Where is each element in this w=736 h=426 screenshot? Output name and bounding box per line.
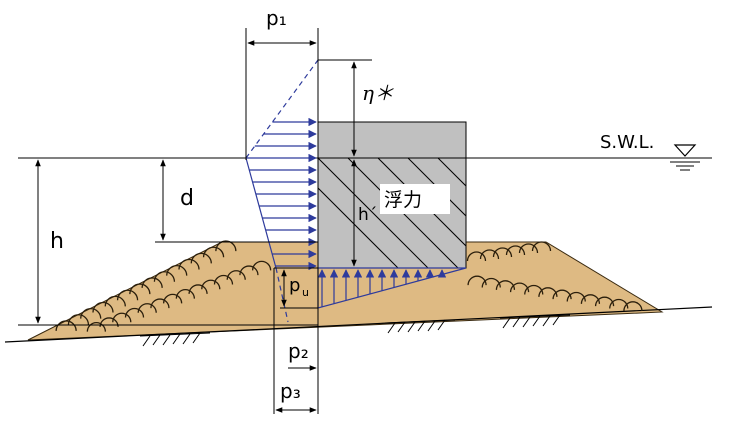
armor-unit: [162, 293, 183, 304]
armor-unit: [239, 265, 259, 276]
armor-unit: [479, 249, 500, 260]
seabed-hatch-3: [499, 314, 571, 329]
armor-unit: [137, 303, 157, 313]
armor-unit: [524, 284, 544, 295]
armor-unit: [226, 270, 246, 280]
armor-unit: [188, 284, 208, 294]
armor-unit: [466, 251, 487, 262]
armor-unit: [166, 264, 188, 276]
armor-unit: [509, 282, 530, 293]
armor-unit: [175, 288, 196, 299]
pressure-envelope-upper-dashed: [245, 59, 319, 159]
p1-label: p₁: [266, 6, 287, 30]
armor-unit: [124, 307, 145, 318]
armor-unit: [495, 280, 516, 290]
seabed-hatch-2: [384, 319, 456, 334]
seabed-line: [4, 306, 713, 343]
pressure-envelope-lower: [245, 157, 277, 269]
armor-units-left: [55, 240, 272, 332]
armor-unit: [190, 252, 212, 264]
eta-label: η＊: [362, 81, 394, 105]
armor-unit: [141, 277, 163, 288]
armor-unit: [86, 321, 107, 332]
armor-unit: [552, 289, 572, 300]
armor-unit: [129, 283, 151, 295]
armor-unit: [531, 241, 552, 252]
armor-unit: [178, 258, 200, 270]
armor-unit: [150, 298, 170, 309]
p3-label: p₃: [280, 379, 301, 403]
armor-unit: [116, 289, 139, 301]
armor-unit: [55, 320, 77, 331]
uplift-arrows: [317, 269, 447, 307]
armor-unit: [594, 296, 615, 307]
armor-unit: [623, 301, 643, 311]
buoyancy-label: 浮力: [384, 189, 422, 211]
armor-unit: [492, 247, 513, 258]
armor-unit: [481, 277, 501, 288]
armor-unit: [580, 294, 601, 304]
armor-unit: [518, 243, 539, 254]
swl-label: S.W.L.: [600, 132, 654, 153]
armor-units-right: [466, 241, 643, 311]
caisson-upper: [317, 121, 467, 159]
armor-unit: [213, 274, 234, 285]
buoyancy-label-bg: [380, 184, 450, 214]
armor-unit: [112, 312, 132, 323]
armor-unit: [104, 295, 126, 307]
armor-unit: [566, 291, 586, 302]
p2-label: p₂: [288, 339, 309, 363]
armor-unit: [67, 314, 90, 325]
h-label: h: [50, 229, 64, 254]
armor-unit: [538, 287, 558, 297]
armor-unit: [467, 275, 487, 286]
armor-unit: [201, 279, 221, 290]
pu-subscript: u: [302, 286, 309, 299]
armor-unit: [92, 301, 114, 313]
seabed-hatch-1: [139, 332, 211, 347]
armor-unit: [505, 245, 526, 256]
front-pressure-arrows: [246, 117, 317, 271]
swl-triangle-icon: [673, 144, 697, 157]
armor-unit: [80, 307, 102, 319]
armor-unit: [609, 298, 629, 309]
d-label: d: [180, 186, 194, 211]
pu-label: p: [289, 275, 300, 296]
armor-unit: [99, 317, 119, 327]
armor-unit: [202, 246, 225, 258]
armor-unit: [251, 260, 272, 271]
armor-unit: [215, 240, 237, 252]
h-prime-label: h´: [358, 205, 377, 225]
armor-unit: [153, 271, 176, 282]
